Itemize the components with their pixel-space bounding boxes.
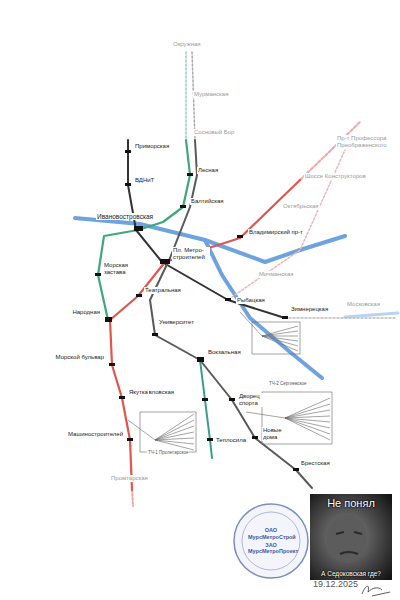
- depot-tracks: [128, 414, 194, 450]
- signature: [362, 586, 390, 596]
- metro-line: [98, 140, 190, 320]
- meme-bottom-text: А Седоковская где?: [321, 570, 381, 577]
- station-tick: [293, 468, 299, 471]
- station-tick: [109, 363, 115, 366]
- metro-line: [200, 360, 212, 458]
- station-label: Морская застава: [103, 262, 141, 276]
- station-tick: [207, 438, 213, 441]
- station-label: ВДНиТ: [134, 177, 155, 184]
- station-tick: [225, 298, 231, 301]
- station-tick: [134, 226, 143, 231]
- station-label: Машиностроителей: [67, 431, 124, 438]
- meme-top-text: Не понял: [327, 497, 375, 509]
- river: [345, 313, 398, 317]
- meme-picture: Не понял А Седоковская где?: [310, 494, 392, 580]
- station-tick: [105, 317, 112, 322]
- date-label: 19.12.2025: [312, 579, 359, 589]
- stamp-inner: [242, 512, 300, 570]
- station-label: Пл. Метро- строителей: [172, 247, 210, 261]
- stamp-text: ОАО МурсМетроСтрой: [248, 527, 294, 540]
- station-tick: [282, 316, 288, 319]
- station-label: ТЧ-2 Сергиевское: [268, 381, 308, 386]
- station-label: Балтийская: [190, 198, 225, 205]
- station-label: Шоссе Конструкторов: [304, 173, 367, 180]
- station-label: Брестская: [300, 460, 331, 467]
- stamp-text: ЗАО МурсМетроПроект: [248, 542, 294, 555]
- station-tick: [237, 235, 243, 238]
- station-label: Приморская: [134, 143, 170, 150]
- station-label: Зимнерецкая: [290, 306, 329, 313]
- station-tick: [187, 173, 193, 176]
- meme-features: [336, 532, 362, 554]
- station-label: Окружная: [172, 41, 202, 48]
- station-tick: [252, 436, 258, 439]
- station-label: Морской бульвар: [55, 354, 105, 361]
- station-label: Народная: [71, 309, 101, 316]
- station-tick: [95, 273, 101, 276]
- station-label: Теплосила: [215, 437, 247, 444]
- station-tick: [160, 259, 170, 264]
- meme-ground: [310, 494, 392, 580]
- stamp-ring: [232, 502, 310, 580]
- station-tick: [152, 333, 158, 336]
- station-label: Промтарская: [110, 475, 149, 482]
- planned-line: [185, 52, 187, 140]
- station-label: Рыбацкая: [236, 297, 266, 304]
- station-tick: [136, 294, 142, 297]
- station-tick: [229, 398, 235, 401]
- planned-line: [285, 317, 396, 319]
- station-label: Октябрьская: [282, 203, 320, 210]
- station-label: Московская: [346, 301, 381, 308]
- station-label: ТЧ-1 Пролетарское: [147, 450, 189, 455]
- station-tick: [180, 205, 186, 208]
- station-label: Вокзальная: [207, 349, 242, 356]
- station-tick: [127, 438, 133, 441]
- station-label: Сосновый Бор: [193, 129, 235, 136]
- station-label: Новые дома: [262, 427, 292, 441]
- metro-line: [110, 180, 300, 490]
- station-label: Театральная: [144, 287, 182, 294]
- station-tick: [197, 357, 204, 362]
- station-tick: [125, 150, 131, 153]
- depot-outline: [262, 392, 332, 444]
- station-ticks: [95, 150, 299, 471]
- station-tick: [119, 396, 125, 399]
- meme-face: [327, 515, 367, 563]
- station-label: Лесная: [197, 167, 219, 174]
- station-label: Мичманская: [258, 271, 295, 278]
- planned-line: [132, 490, 133, 506]
- station-label: Ивановостровская: [96, 213, 154, 220]
- station-tick: [202, 398, 208, 401]
- stamp-seal: ОАО МурсМетроСтройЗАО МурсМетроПроект: [232, 502, 310, 580]
- station-label: Дворец спорта: [238, 393, 268, 407]
- station-label: Университет: [158, 319, 195, 326]
- station-label: Владимирский пр-т: [248, 229, 304, 236]
- stamp-outer: [234, 504, 308, 578]
- station-label: Мурманская: [193, 91, 229, 98]
- depots: [128, 312, 332, 452]
- station-label: Пр-т Профессора Преображенского: [336, 135, 396, 149]
- station-tick: [125, 183, 131, 186]
- depot-tracks: [240, 312, 298, 351]
- station-label: Якутка: [128, 389, 149, 396]
- planned-line: [300, 122, 360, 180]
